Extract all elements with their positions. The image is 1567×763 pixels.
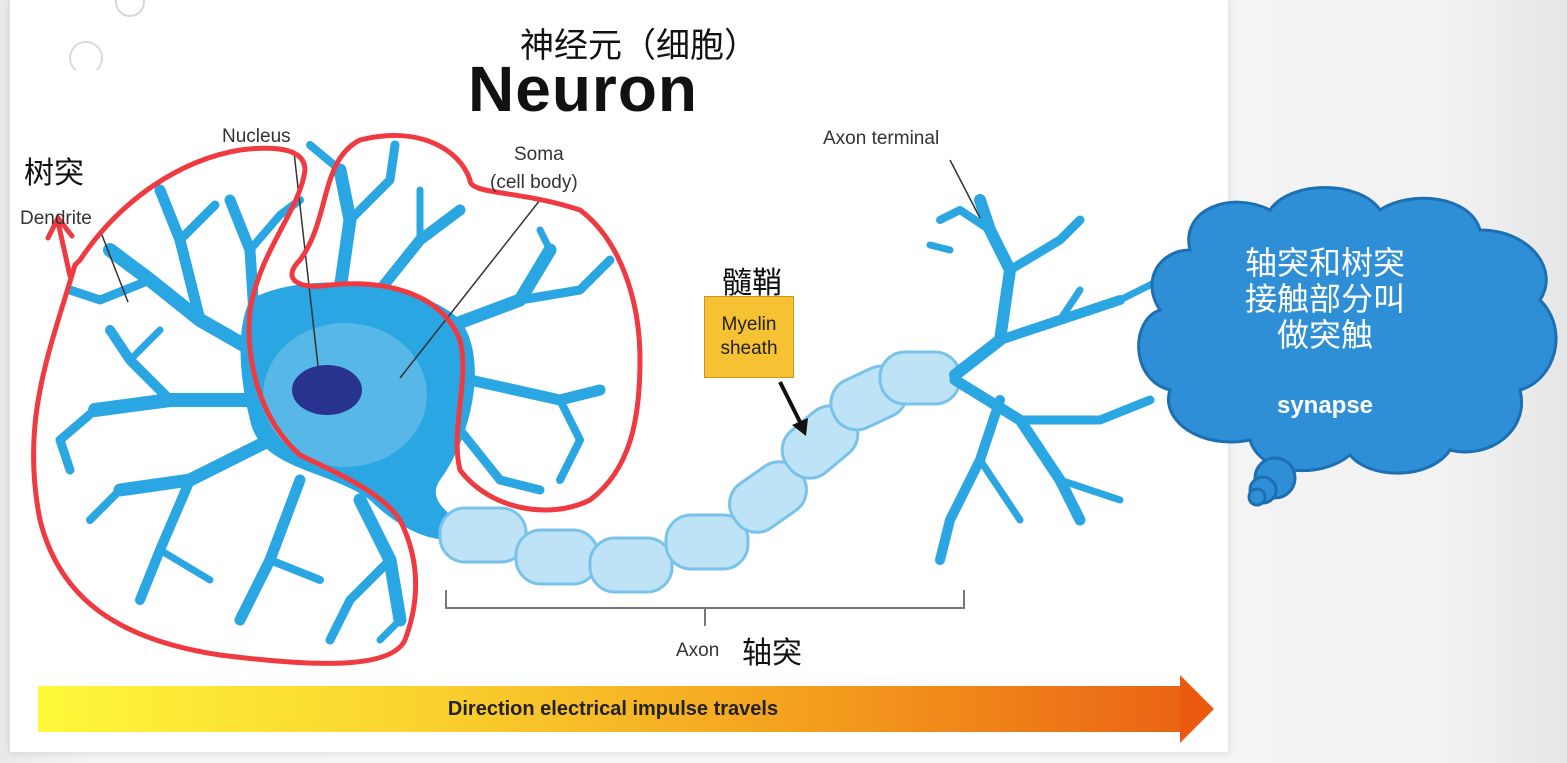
callout-text: 轴突和树突 接触部分叫 做突触 <box>1190 245 1460 353</box>
pointer-lines <box>99 151 981 379</box>
myelin-segments <box>438 350 962 594</box>
label-nucleus: Nucleus <box>222 126 291 147</box>
nucleus-shape <box>292 365 362 415</box>
axon-bracket <box>445 590 965 626</box>
callout-line-3: 做突触 <box>1276 316 1373 354</box>
red-annotations <box>30 133 643 666</box>
title-zh: 神经元（细胞） <box>520 26 758 66</box>
label-myelin-zh: 髓鞘 <box>722 266 782 301</box>
label-dendrite: Dendrite <box>20 208 92 229</box>
label-dendrite-zh: 树突 <box>24 156 84 191</box>
label-cell-body: (cell body) <box>490 172 578 193</box>
label-axon-zh: 轴突 <box>742 636 802 671</box>
axon-terminal-branches <box>926 194 1164 565</box>
thought-cloud <box>1137 186 1558 507</box>
myelin-line2: sheath <box>720 338 778 359</box>
label-soma: Soma <box>514 144 564 165</box>
label-axon-terminal: Axon terminal <box>823 128 940 149</box>
direction-text: Direction electrical impulse travels <box>447 697 779 720</box>
callout-line-1: 轴突和树突 <box>1244 244 1405 282</box>
title-en: Neuron <box>468 53 698 125</box>
callout-synapse: synapse <box>1276 392 1374 419</box>
slide-panel <box>10 0 1228 752</box>
direction-arrow-head <box>1180 675 1214 743</box>
callout-line-2: 接触部分叫 <box>1244 280 1405 318</box>
label-axon: Axon <box>676 640 720 661</box>
myelin-line1: Myelin <box>721 314 777 335</box>
myelin-arrow <box>778 381 808 436</box>
decorative-dots <box>69 0 145 70</box>
myelin-sheath-box: Myelin sheath <box>704 296 794 378</box>
direction-arrow-bar <box>38 686 1188 732</box>
